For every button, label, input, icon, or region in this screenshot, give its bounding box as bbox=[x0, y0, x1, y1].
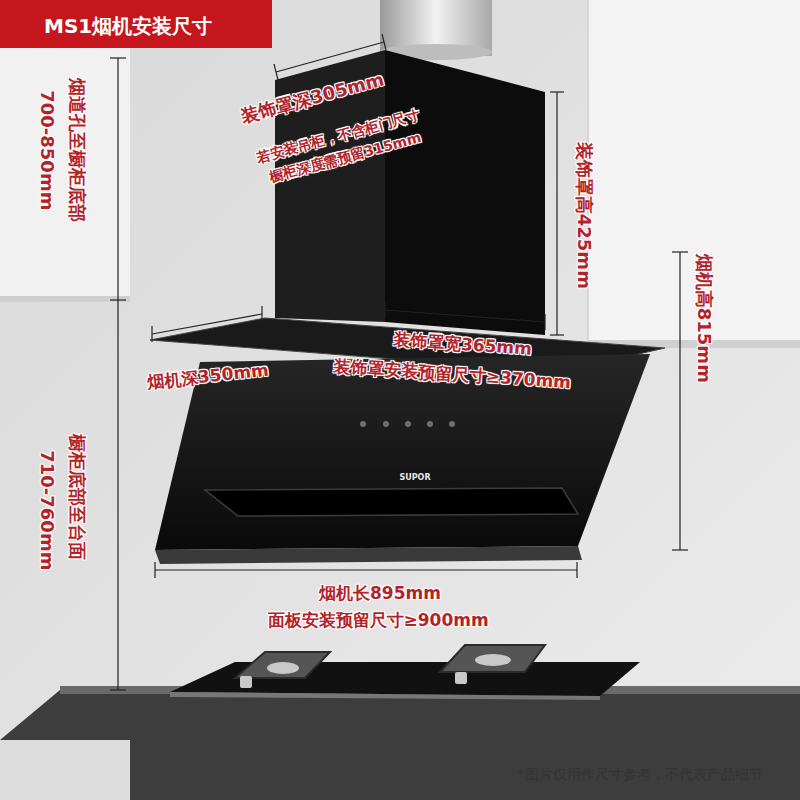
dimension-label: 装饰罩高425mm bbox=[573, 141, 594, 288]
title-text: MS1烟机安装尺寸 bbox=[44, 13, 212, 40]
dimension-label: 烟机长895mm bbox=[319, 584, 441, 604]
dimension-label: 橱柜底部至台面 bbox=[67, 434, 88, 560]
dimension-label: 710-760mm bbox=[37, 450, 58, 570]
dimension-label: 烟机高815mm bbox=[693, 253, 714, 382]
dimension-label: 700-850mm bbox=[37, 90, 58, 210]
brand-logo: SUPOR bbox=[400, 473, 431, 482]
dimension-label: 面板安装预留尺寸≥900mm bbox=[268, 611, 489, 631]
footnote: *图片仅用作尺寸参考，不代表产品细节 bbox=[518, 766, 763, 782]
dimension-label: 烟道孔至橱柜底部 bbox=[67, 78, 88, 222]
